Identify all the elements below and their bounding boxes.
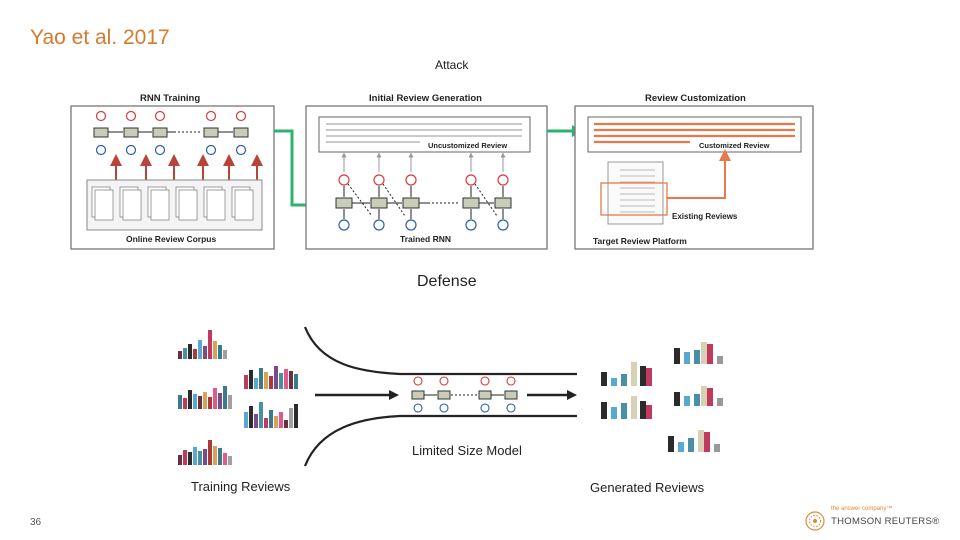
generated-review-histograms — [601, 342, 723, 452]
funnel-top — [303, 326, 577, 376]
histogram-2 — [244, 366, 298, 389]
page-number: 36 — [30, 517, 42, 528]
training-reviews-label: Training Reviews — [191, 479, 291, 494]
gen-histogram-3 — [674, 342, 723, 364]
limited-model-nodes — [411, 376, 518, 413]
histogram-1 — [178, 330, 227, 359]
defense-diagram: Limited Size Model Training Reviews Gene… — [178, 326, 723, 495]
existing-reviews-label: Existing Reviews — [672, 212, 738, 221]
initial-review-generation-title: Initial Review Generation — [369, 93, 482, 104]
histogram-5 — [178, 440, 232, 465]
histogram-3 — [178, 386, 232, 409]
customized-review-label: Customized Review — [699, 141, 770, 150]
gen-histogram-2 — [601, 396, 652, 419]
trained-rnn-label: Trained RNN — [400, 234, 451, 244]
slide-title: Yao et al. 2017 — [30, 26, 170, 49]
defense-label: Defense — [417, 273, 477, 290]
rnn-training-nodes — [93, 110, 249, 156]
thomson-reuters-logo-icon — [805, 511, 825, 531]
gen-histogram-4 — [674, 386, 723, 406]
rnn-training-panel: RNN Training Online Review Corpus — [70, 93, 275, 250]
gen-histogram-1 — [601, 362, 652, 386]
limited-size-model-label: Limited Size Model — [412, 443, 522, 458]
histogram-4 — [244, 402, 298, 428]
green-arrow-1 — [274, 129, 315, 207]
generated-reviews-label: Generated Reviews — [590, 480, 705, 495]
funnel-bottom — [303, 414, 577, 467]
trained-rnn-nodes — [335, 174, 512, 231]
rnn-training-title: RNN Training — [140, 93, 200, 104]
target-review-platform-label: Target Review Platform — [593, 236, 687, 246]
attack-label: Attack — [435, 58, 469, 72]
review-customization-panel: Review Customization Customized Review E… — [574, 93, 814, 250]
initial-review-generation-panel: Initial Review Generation Uncustomized R… — [305, 93, 548, 250]
logo-tagline: the answer company™ — [831, 506, 893, 512]
uncustomized-review-label: Uncustomized Review — [428, 141, 507, 150]
review-customization-title: Review Customization — [645, 93, 746, 104]
training-review-histograms — [178, 330, 298, 465]
online-review-corpus-label: Online Review Corpus — [126, 234, 216, 244]
gen-histogram-5 — [668, 430, 720, 452]
corpus-documents — [91, 186, 254, 221]
logo-name: THOMSON REUTERS® — [831, 516, 940, 527]
